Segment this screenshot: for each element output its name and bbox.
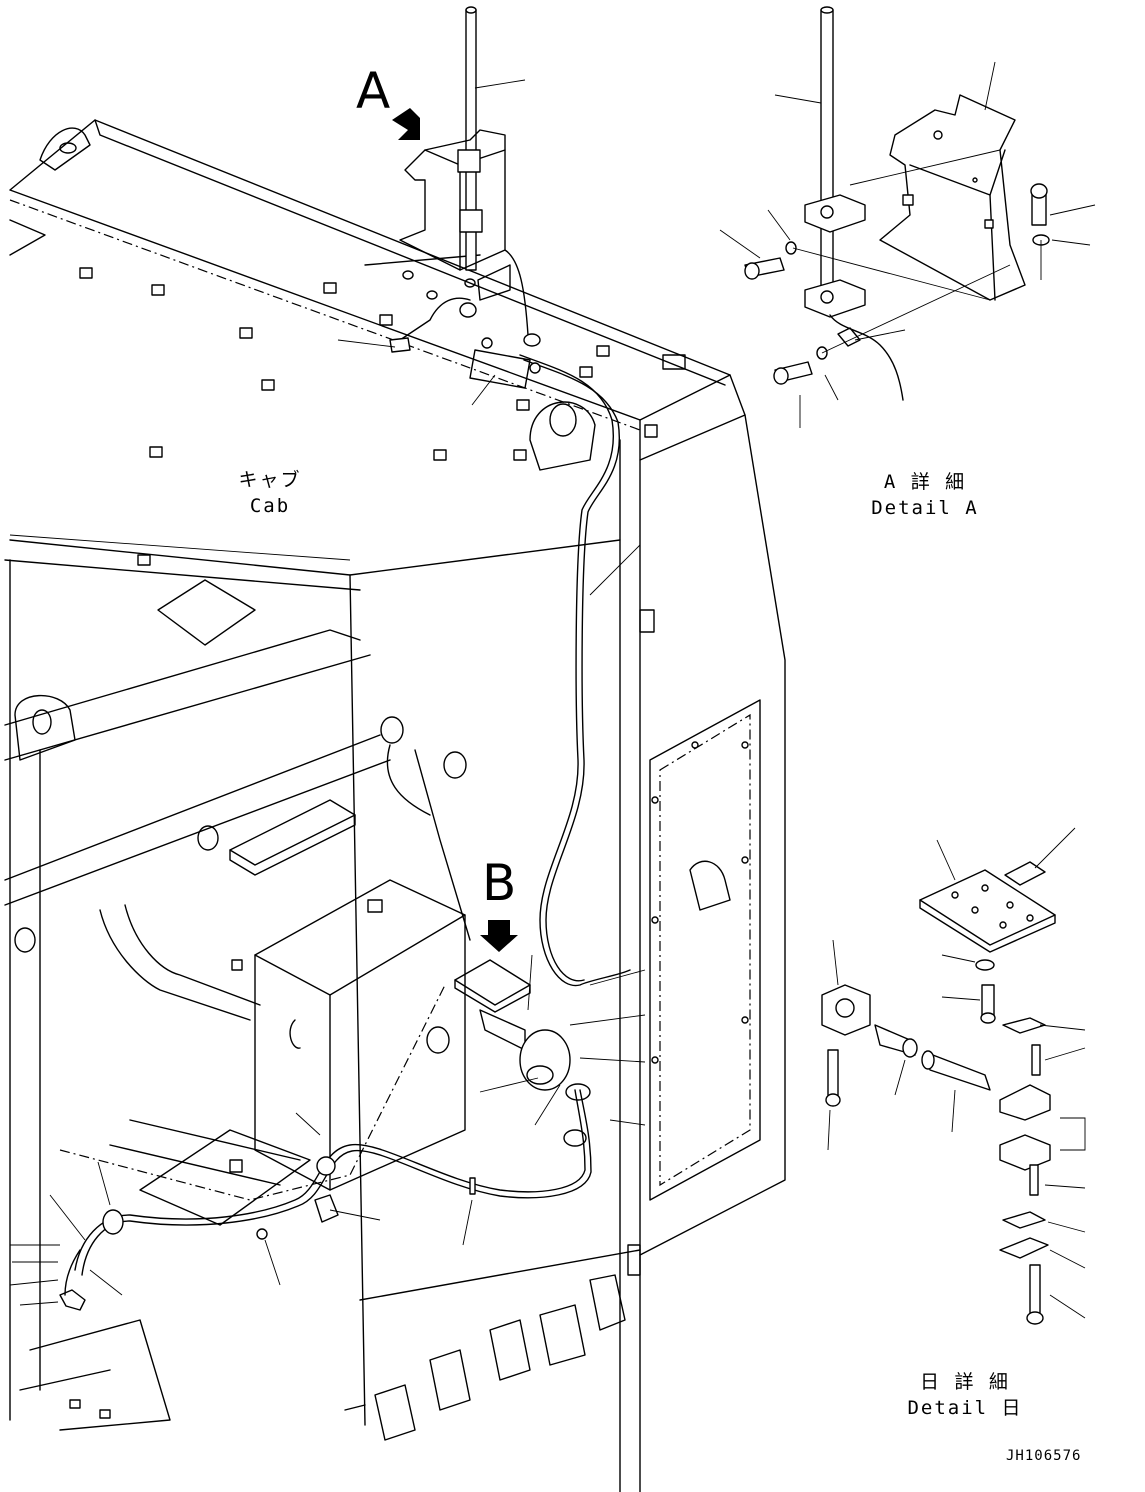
cab-label-jp: キャブ (238, 469, 302, 491)
track-cleats (344, 1249, 641, 1441)
leader-lines-main (9, 79, 646, 1306)
detail-b-label-jp: 日 詳 細 (920, 1371, 1010, 1393)
detail-a-assembly (719, 6, 1096, 428)
antenna-cable (389, 297, 631, 987)
detail-a-label-jp: A 詳 細 (883, 471, 967, 493)
roof-bolts (79, 267, 686, 566)
drawing-code: JH106576 (1006, 1448, 1082, 1464)
view-label-b: B (482, 854, 517, 912)
view-arrow-b-icon (480, 920, 518, 952)
cab-label-en: Cab (249, 495, 291, 517)
detail-b-label-en: Detail 日 (907, 1397, 1023, 1419)
detail-b-assembly (821, 827, 1086, 1325)
view-label-a: A (356, 62, 391, 120)
cab-body (4, 119, 786, 1492)
view-arrow-a-icon (392, 108, 420, 140)
bracket-b-installed (59, 959, 592, 1311)
antenna-assembly (399, 6, 541, 347)
detail-a-label-en: Detail A (871, 497, 979, 519)
